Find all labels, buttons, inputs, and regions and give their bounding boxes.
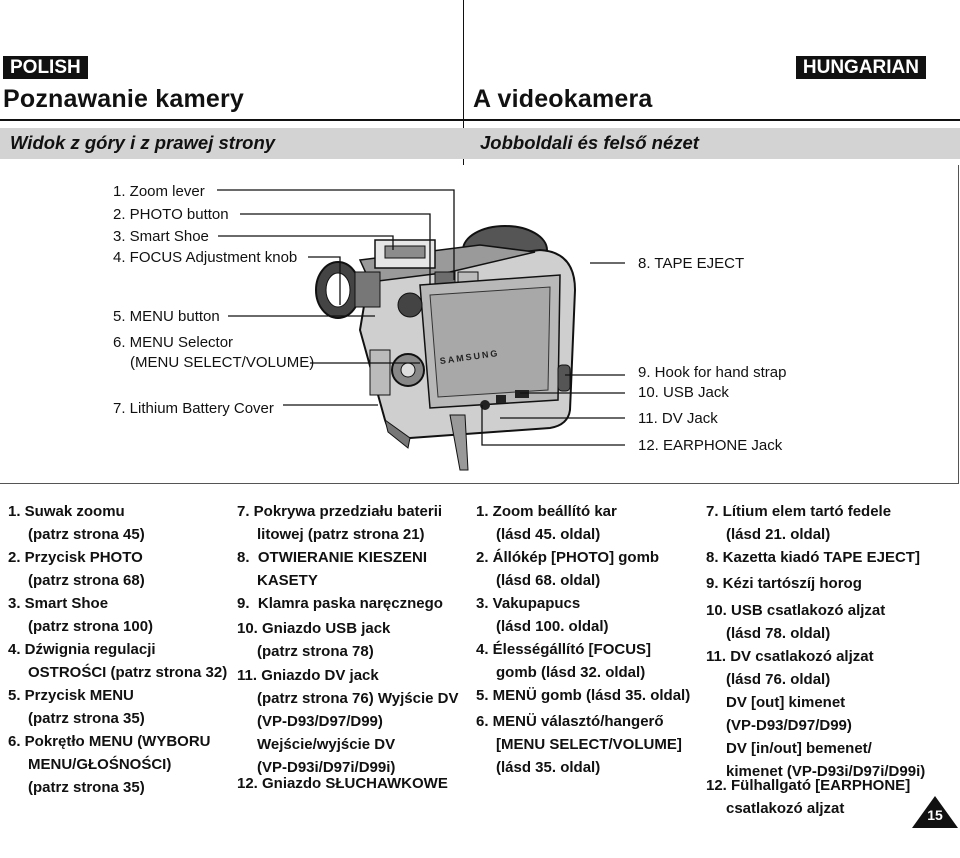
- language-tag-hungarian: HUNGARIAN: [795, 56, 926, 79]
- label-battery-cover: 7. Lithium Battery Cover: [113, 400, 274, 417]
- list-item: 9. Klamra paska naręcznego: [237, 595, 443, 612]
- list-item: 2. Przycisk PHOTO(patrz strona 68): [8, 549, 145, 589]
- list-item: 10. Gniazdo USB jack(patrz strona 78): [237, 620, 391, 660]
- section-subtitle-polish: Widok z góry i z prawej strony: [10, 132, 276, 153]
- leader-lines: [217, 189, 625, 446]
- page-number-badge: [912, 796, 958, 828]
- diagram-frame: [0, 165, 959, 484]
- label-menu-selector-sub: (MENU SELECT/VOLUME): [130, 354, 315, 371]
- label-tape-eject: 8. TAPE EJECT: [638, 255, 745, 272]
- label-dv-jack: 11. DV Jack: [638, 410, 718, 427]
- page-title-hungarian: A videokamera: [473, 85, 653, 113]
- list-item: 10. USB csatlakozó aljzat(lásd 78. oldal…: [706, 602, 886, 642]
- list-item: 11. DV csatlakozó aljzat(lásd 76. oldal)…: [706, 648, 926, 780]
- center-divider: [463, 0, 464, 165]
- label-focus-knob: 4. FOCUS Adjustment knob: [113, 249, 298, 266]
- label-usb-jack: 10. USB Jack: [638, 384, 729, 401]
- list-item: 3. Smart Shoe(patrz strona 100): [8, 595, 154, 635]
- list-item: 4. Élességállító [FOCUS]gomb (lásd 32. o…: [476, 641, 652, 681]
- label-zoom-lever: 1. Zoom lever: [113, 183, 205, 200]
- list-item: 3. Vakupapucs(lásd 100. oldal): [476, 595, 609, 635]
- list-item: 11. Gniazdo DV jack(patrz strona 76) Wyj…: [237, 667, 459, 776]
- title-rule: [0, 119, 960, 121]
- list-item: 2. Állókép [PHOTO] gomb(lásd 68. oldal): [476, 549, 660, 589]
- list-item: 5. Przycisk MENU(patrz strona 35): [8, 687, 145, 727]
- list-item: 1. Zoom beállító kar(lásd 45. oldal): [476, 503, 617, 543]
- list-item: 9. Kézi tartószíj horog: [706, 575, 862, 592]
- page-title-polish: Poznawanie kamery: [3, 85, 245, 113]
- label-hand-strap-hook: 9. Hook for hand strap: [638, 364, 787, 381]
- label-smart-shoe: 3. Smart Shoe: [113, 228, 209, 245]
- camcorder-illustration: SAMSUNG: [315, 225, 577, 471]
- list-item: 12. Fülhallgató [EARPHONE]csatlakozó alj…: [706, 777, 911, 817]
- list-item: 12. Gniazdo SŁUCHAWKOWE: [237, 775, 448, 792]
- list-item: 6. MENÜ választó/hangerő[MENU SELECT/VOL…: [476, 713, 682, 776]
- subtitle-band: [0, 128, 960, 159]
- list-item: 1. Suwak zoomu(patrz strona 45): [8, 503, 145, 543]
- label-earphone-jack: 12. EARPHONE Jack: [638, 437, 783, 454]
- label-photo-button: 2. PHOTO button: [113, 206, 229, 223]
- list-item: 8. Kazetta kiadó TAPE EJECT]: [706, 549, 920, 566]
- label-menu-button: 5. MENU button: [113, 308, 220, 325]
- language-tag-polish: POLISH: [3, 56, 88, 79]
- page-number: 15: [927, 807, 943, 823]
- label-menu-selector: 6. MENU Selector: [113, 334, 234, 351]
- list-item: 5. MENÜ gomb (lásd 35. oldal): [476, 687, 691, 704]
- list-item: 7. Lítium elem tartó fedele(lásd 21. old…: [706, 503, 892, 543]
- section-subtitle-hungarian: Jobboldali és felső nézet: [480, 132, 699, 153]
